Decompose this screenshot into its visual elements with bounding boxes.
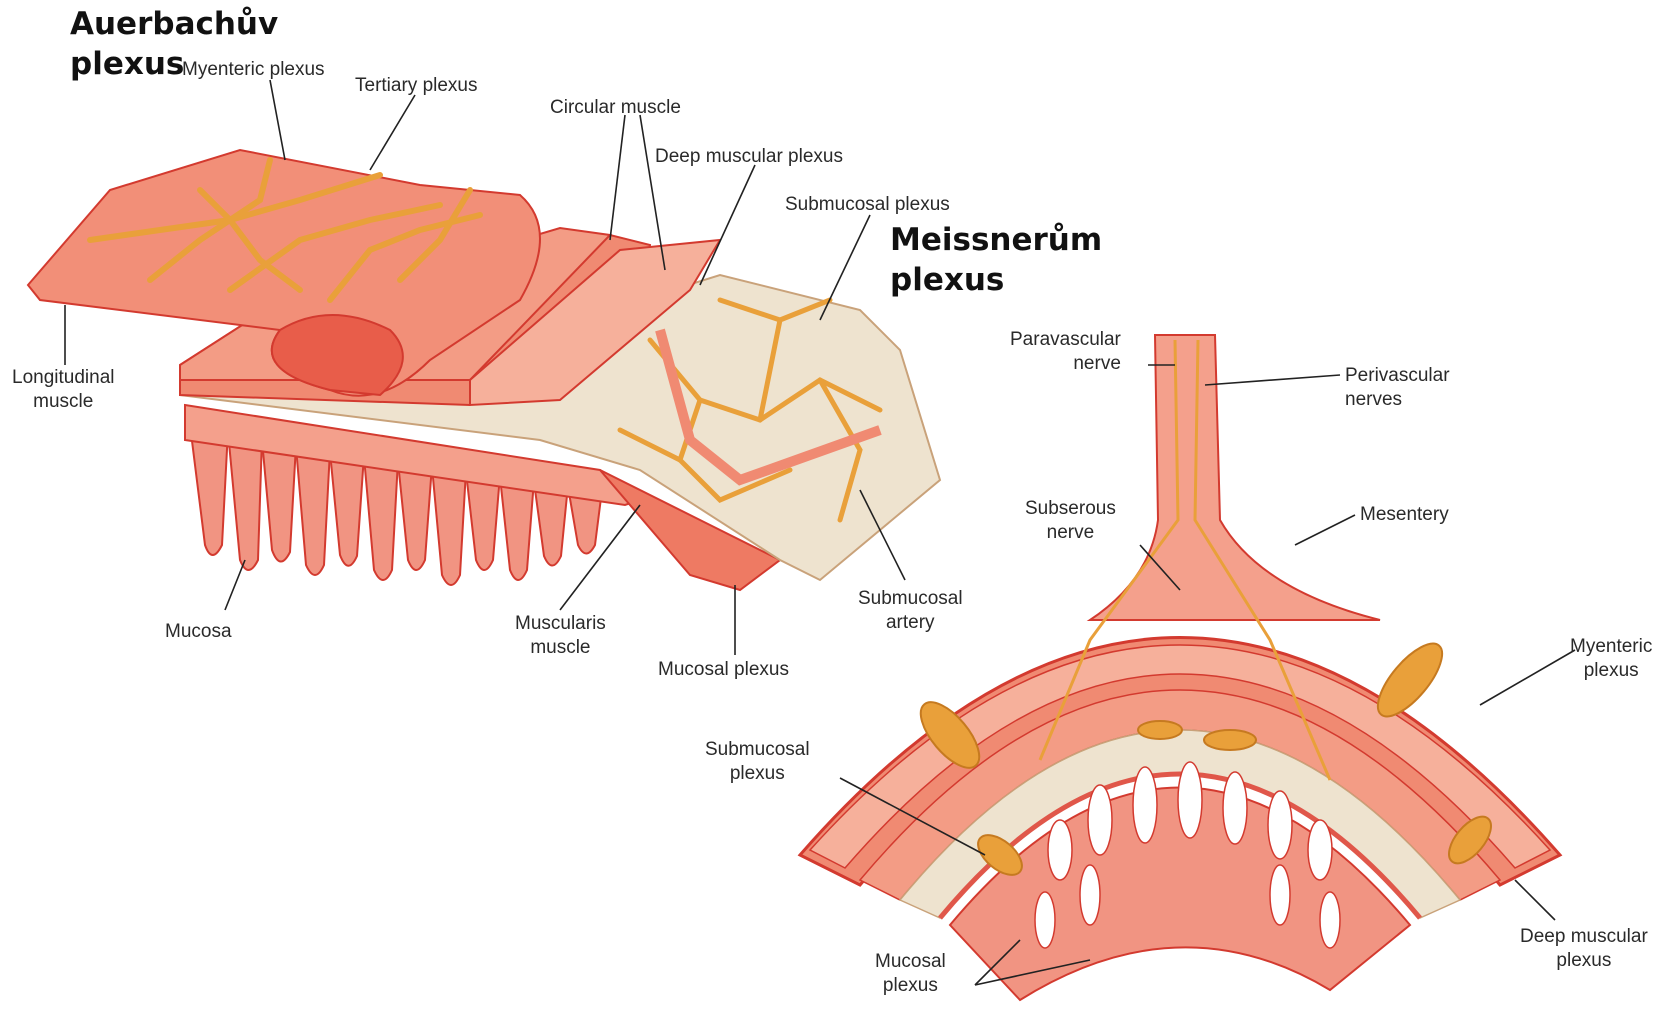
paravascular-line-1: Paravascular <box>1010 328 1121 352</box>
label-right-submucosal-plexus: Submucosal plexus <box>705 738 810 786</box>
auerbach-line-1: Auerbachův <box>70 4 278 44</box>
label-paravascular-nerve: Paravascular nerve <box>1010 328 1121 376</box>
meissner-plexus-title: Meissnerům plexus <box>890 220 1102 300</box>
label-mesentery: Mesentery <box>1360 503 1449 527</box>
label-right-deep-muscular-plexus: Deep muscular plexus <box>1520 925 1648 973</box>
artery-line-2: artery <box>858 611 963 635</box>
label-muscularis-muscle: Muscularis muscle <box>515 612 606 660</box>
muscularis-line-1: Muscularis <box>515 612 606 636</box>
right-submucosal-line-2: plexus <box>705 762 810 786</box>
label-mucosa: Mucosa <box>165 620 232 644</box>
label-perivascular-nerves: Perivascular nerves <box>1345 364 1450 412</box>
label-tertiary-plexus: Tertiary plexus <box>355 74 478 98</box>
longitudinal-line-2: muscle <box>12 390 114 414</box>
perivascular-line-1: Perivascular <box>1345 364 1450 388</box>
muscularis-line-2: muscle <box>515 636 606 660</box>
meissner-line-2: plexus <box>890 260 1102 300</box>
longitudinal-line-1: Longitudinal <box>12 366 114 390</box>
meissner-line-1: Meissnerům <box>890 220 1102 260</box>
right-deep-line-2: plexus <box>1520 949 1648 973</box>
label-left-submucosal-plexus: Submucosal plexus <box>785 193 950 217</box>
right-submucosal-line-1: Submucosal <box>705 738 810 762</box>
label-left-myenteric-plexus: Myenteric plexus <box>182 58 325 82</box>
label-submucosal-artery: Submucosal artery <box>858 587 963 635</box>
label-circular-muscle: Circular muscle <box>550 96 681 120</box>
right-mucosal-line-1: Mucosal <box>875 950 946 974</box>
label-longitudinal-muscle: Longitudinal muscle <box>12 366 114 414</box>
subserous-line-2: nerve <box>1025 521 1116 545</box>
label-left-mucosal-plexus: Mucosal plexus <box>658 658 789 682</box>
artery-line-1: Submucosal <box>858 587 963 611</box>
label-right-mucosal-plexus: Mucosal plexus <box>875 950 946 998</box>
right-mucosal-line-2: plexus <box>875 974 946 998</box>
right-deep-line-1: Deep muscular <box>1520 925 1648 949</box>
paravascular-line-2: nerve <box>1010 352 1121 376</box>
label-right-myenteric-plexus: Myenteric plexus <box>1570 635 1652 683</box>
label-left-deep-muscular-plexus: Deep muscular plexus <box>655 145 843 169</box>
label-subserous-nerve: Subserous nerve <box>1025 497 1116 545</box>
perivascular-line-2: nerves <box>1345 388 1450 412</box>
subserous-line-1: Subserous <box>1025 497 1116 521</box>
right-myenteric-line-2: plexus <box>1570 659 1652 683</box>
right-myenteric-line-1: Myenteric <box>1570 635 1652 659</box>
mesentery-stalk <box>1090 335 1380 620</box>
